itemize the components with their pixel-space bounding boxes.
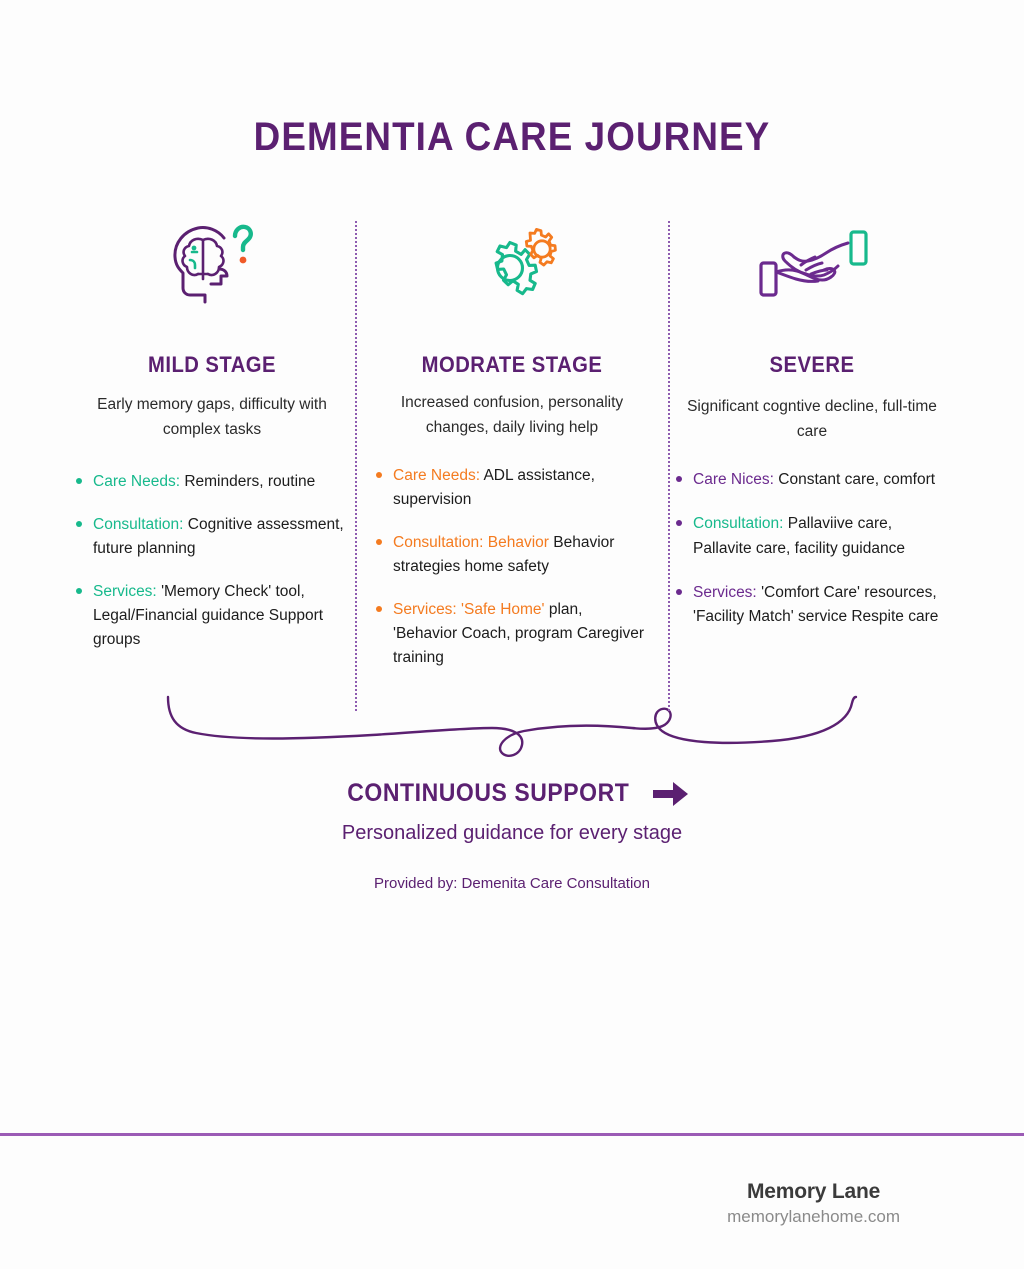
bullet-label: Services: <box>693 583 757 601</box>
stage-bullets-severe: Care Nices: Constant care, comfort Consu… <box>676 468 948 630</box>
stage-bullets-moderate: Care Needs: ADL assistance, supervision … <box>376 464 648 670</box>
stage-columns: MILD STAGE Early memory gaps, difficulty… <box>0 218 1024 711</box>
list-item: Care Needs: ADL assistance, supervision <box>376 464 648 512</box>
stage-bullets-mild: Care Needs: Reminders, routine Consultat… <box>76 470 348 652</box>
bullet-label: Care Needs: <box>93 473 181 491</box>
continuous-support-subtitle: Personalized guidance for every stage <box>341 822 683 845</box>
footer: Memory Lane memorylanehome.com <box>727 1180 900 1227</box>
stage-description-severe: Significant cogntive decline, full-time … <box>687 398 937 441</box>
stage-column-mild: MILD STAGE Early memory gaps, difficulty… <box>62 218 362 671</box>
page-title: DEMENTIA CARE JOURNEY <box>253 115 771 159</box>
bullet-text: 'Comfort Care' resources, 'Facility Matc… <box>693 583 939 626</box>
continuous-support-heading: CONTINUOUS SUPPORT <box>346 779 630 808</box>
list-item: Services: 'Comfort Care' resources, 'Fac… <box>676 581 948 631</box>
bullet-text: Pallaviive care, Pallavite care, facilit… <box>693 515 905 557</box>
arrow-right-icon <box>653 781 689 806</box>
list-item: Consultation: Cognitive assessment, futu… <box>76 513 348 561</box>
bullet-label: Consultation: <box>93 516 184 534</box>
list-item: Consultation: Behavior Behavior strategi… <box>376 531 648 579</box>
helping-hands-icon <box>676 218 948 310</box>
bullet-text: 'Memory Check' tool, Legal/Financial gui… <box>93 583 324 649</box>
stage-description-moderate: Increased confusion, personality changes… <box>400 394 624 437</box>
bullet-text: Constant care, comfort <box>778 471 936 489</box>
head-brain-question-icon <box>76 218 348 310</box>
bullet-text: Reminders, routine <box>184 473 316 491</box>
bullet-label: Services: <box>93 583 157 601</box>
list-item: Consultation: Pallaviive care, Pallavite… <box>676 512 948 562</box>
stage-heading-severe: SEVERE <box>769 352 855 377</box>
gears-icon <box>376 218 648 310</box>
footer-divider <box>0 1133 1024 1136</box>
list-item: Services: 'Safe Home' plan, 'Behavior Co… <box>376 598 648 670</box>
brand-website[interactable]: memorylanehome.com <box>727 1207 900 1226</box>
list-item: Care Nices: Constant care, comfort <box>676 468 948 493</box>
decorative-swirl-icon <box>166 696 858 758</box>
bullet-text: Behavior strategies home safety <box>393 534 615 576</box>
bullet-label: Services: 'Safe Home' <box>393 601 545 619</box>
bullet-text: Cognitive assessment, future planning <box>93 516 344 558</box>
column-divider-1 <box>355 221 357 711</box>
list-item: Services: 'Memory Check' tool, Legal/Fin… <box>76 580 348 652</box>
stage-description-mild: Early memory gaps, difficulty with compl… <box>97 396 327 439</box>
provided-by-text: Provided by: Demenita Care Consultation <box>374 875 650 893</box>
bullet-label: Consultation: Behavior <box>393 534 549 552</box>
stage-column-severe: SEVERE Significant cogntive decline, ful… <box>662 218 962 649</box>
bullet-text: plan, 'Behavior Coach, program Caregiver… <box>393 601 645 667</box>
stage-heading-moderate: MODRATE STAGE <box>421 352 603 377</box>
bullet-label: Care Nices: <box>693 471 774 489</box>
column-divider-2 <box>668 221 670 711</box>
list-item: Care Needs: Reminders, routine <box>76 470 348 494</box>
continuous-support-cta: CONTINUOUS SUPPORT <box>0 779 1024 808</box>
stage-heading-mild: MILD STAGE <box>148 352 276 377</box>
bullet-label: Care Needs: <box>393 467 481 485</box>
bullet-text: ADL assistance, supervision <box>393 467 595 509</box>
stage-column-moderate: MODRATE STAGE Increased confusion, perso… <box>362 218 662 689</box>
brand-name: Memory Lane <box>746 1180 881 1203</box>
bullet-label: Consultation: <box>693 515 784 533</box>
